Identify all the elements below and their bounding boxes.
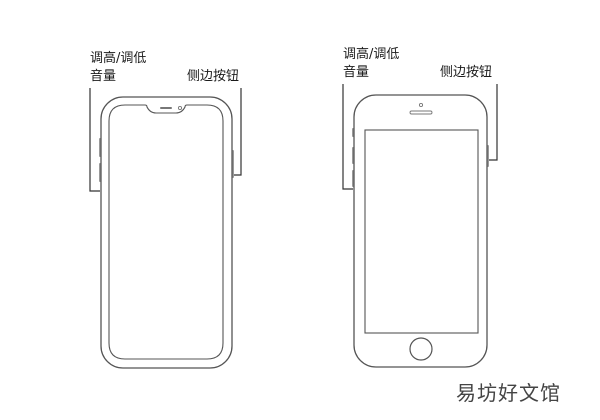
right-side-button-label: 侧边按钮 bbox=[440, 65, 493, 80]
left-side-button-label: 侧边按钮 bbox=[187, 69, 240, 84]
right-front-camera bbox=[418, 102, 424, 108]
left-phone bbox=[89, 88, 242, 369]
right-home-button bbox=[409, 337, 433, 361]
left-speaker-grille bbox=[160, 107, 172, 109]
right-side-callout-line bbox=[488, 84, 498, 161]
left-volume-label-line2: 音量 bbox=[90, 69, 117, 84]
left-phone-screen bbox=[108, 104, 224, 360]
left-side-callout-line bbox=[233, 88, 242, 176]
left-front-camera bbox=[177, 105, 183, 111]
right-phone bbox=[342, 84, 498, 368]
right-volume-label-line2: 音量 bbox=[343, 65, 370, 80]
left-volume-label-line1: 调高/调低 bbox=[90, 51, 147, 66]
right-volume-label-line1: 调高/调低 bbox=[343, 47, 400, 62]
left-volume-callout-line bbox=[89, 88, 100, 192]
right-speaker-grille bbox=[409, 110, 433, 115]
watermark: 易坊好文馆 bbox=[456, 381, 561, 405]
right-phone-screen bbox=[364, 129, 479, 334]
right-volume-callout-line bbox=[342, 84, 353, 190]
